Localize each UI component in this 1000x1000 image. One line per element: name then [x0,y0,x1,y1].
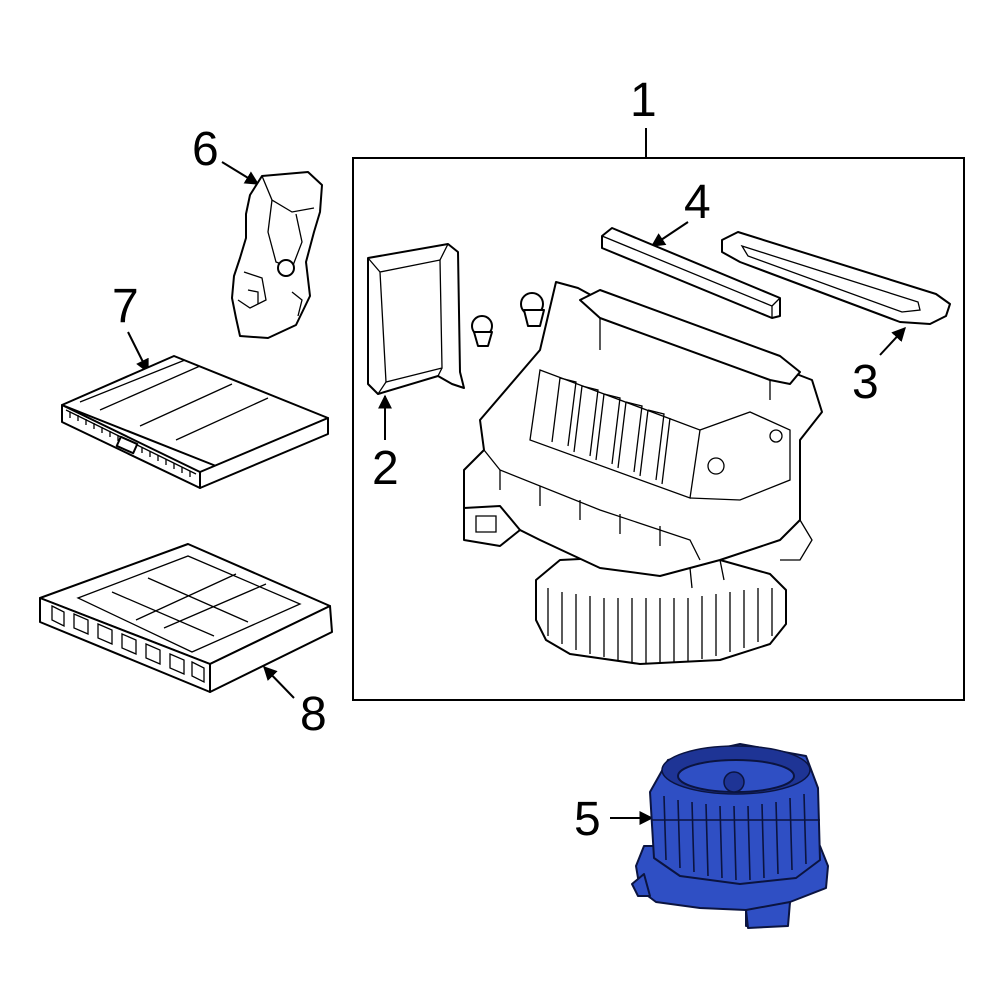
part-2-seal-frame[interactable] [367,243,465,395]
leader-arrows [127,161,906,825]
assembly-group-box [352,128,965,701]
callout-6[interactable]: 6 [192,123,219,176]
part-4-foam-seal[interactable] [601,227,781,319]
callout-5[interactable]: 5 [574,793,601,846]
leader-7 [127,331,149,374]
leader-6 [221,161,260,185]
callout-7[interactable]: 7 [112,280,139,333]
leader-4 [650,221,689,247]
callout-1[interactable]: 1 [630,74,657,127]
part-3-gasket[interactable] [721,231,951,325]
part-6-actuator[interactable] [231,171,323,339]
leader-3 [879,326,906,356]
callout-3[interactable]: 3 [852,356,879,409]
part-7-cabin-filter[interactable] [61,355,329,489]
part-1-housing[interactable] [463,281,823,665]
grommets [471,292,545,347]
leader-8 [263,665,295,699]
part-8-filter-frame[interactable] [39,543,333,693]
callout-8[interactable]: 8 [300,688,327,741]
callout-2[interactable]: 2 [372,442,399,495]
part-5-blower-motor[interactable] [631,743,829,929]
callout-4[interactable]: 4 [684,176,711,229]
